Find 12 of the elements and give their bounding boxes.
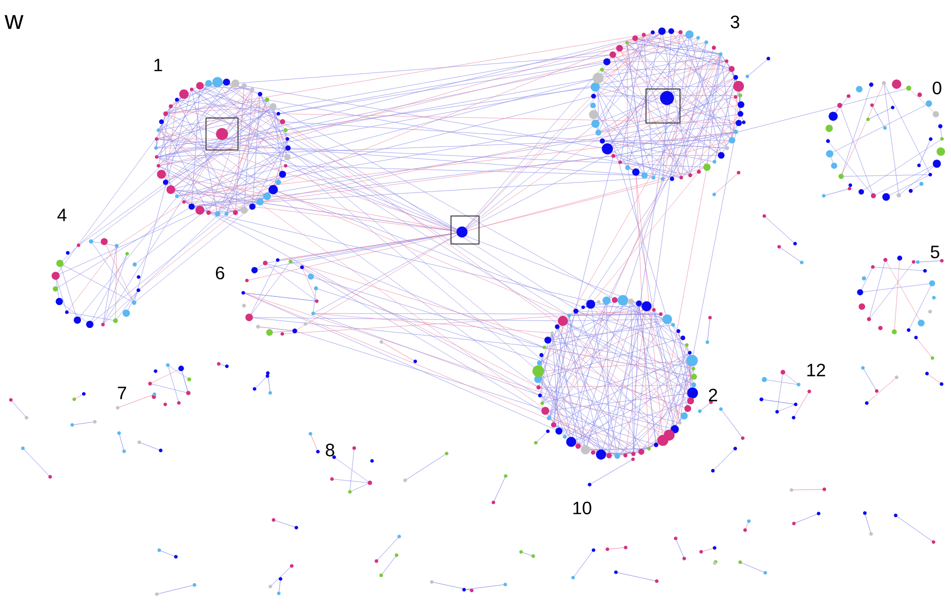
cluster-number: 1 [154, 58, 162, 72]
cluster-number: 7 [118, 386, 126, 400]
cluster-number: 10 [573, 502, 592, 514]
cluster-number: 12 [807, 364, 826, 376]
cluster-number: 3 [730, 16, 740, 28]
cluster-number: w [4, 15, 24, 29]
cluster-number: 5 [930, 246, 940, 258]
cluster-number: 4 [57, 208, 66, 222]
cluster-number: 2 [708, 388, 718, 402]
cluster-number: 6 [216, 266, 224, 280]
cluster-number: 0 [932, 82, 942, 94]
cluster-number: 8 [326, 444, 334, 456]
